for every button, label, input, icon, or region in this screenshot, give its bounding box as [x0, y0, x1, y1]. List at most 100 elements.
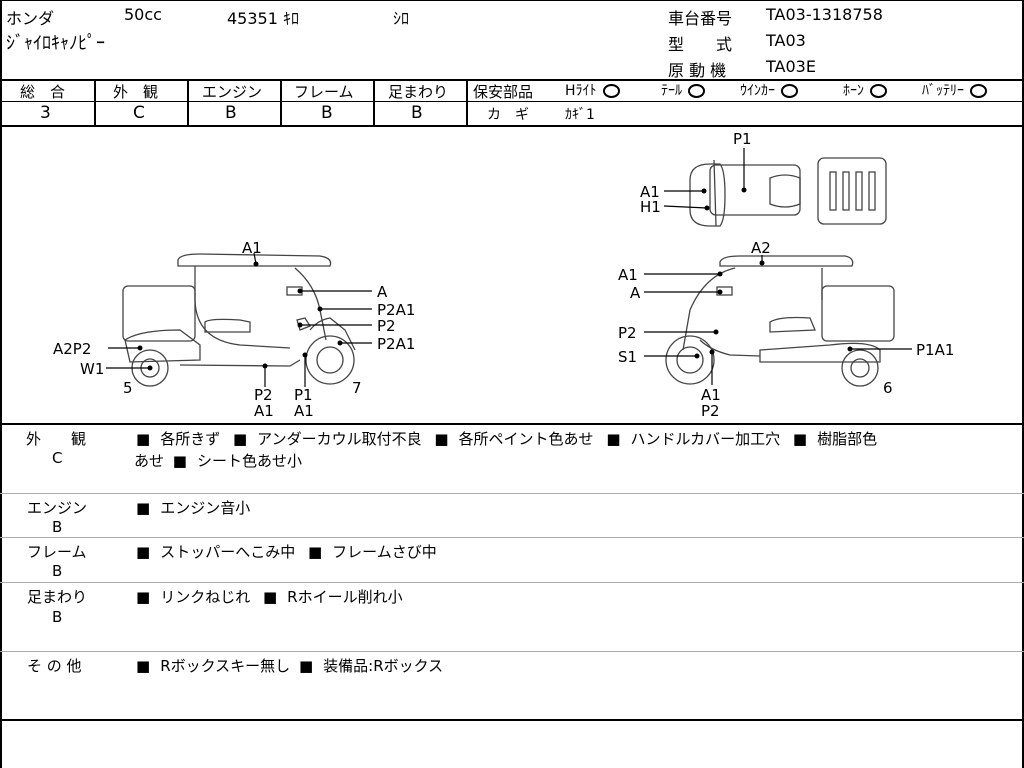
color: ｼﾛ: [393, 9, 410, 28]
remark-frame-label: フレーム: [27, 543, 87, 561]
type-value: TA03: [766, 31, 806, 50]
safety-winker: ｳｲﾝｶｰ: [740, 80, 798, 100]
remark-exterior-line2: あせ シート色あせ小: [134, 450, 302, 471]
label-a1: A1: [294, 402, 314, 420]
remark-item: Rボックスキー無し: [136, 657, 290, 675]
suspension-label: 足まわり: [388, 83, 449, 101]
remark-suspension-grade: B: [52, 608, 63, 626]
remark-frame-grade: B: [52, 562, 63, 580]
label-p2a1: P2A1: [377, 301, 415, 319]
overall-label: 総 合: [20, 83, 66, 101]
remark-item: アンダーカウル取付不良: [233, 430, 422, 448]
label-a2p2: A2P2: [53, 340, 91, 358]
remark-item: 各所きず: [136, 430, 220, 448]
key-value: ｶｷﾞ1: [565, 107, 595, 123]
remark-item: ハンドルカバー加工穴: [606, 430, 780, 448]
safety-label: 保安部品: [473, 83, 534, 101]
remark-item: エンジン音小: [136, 499, 250, 517]
type-label: 型 式: [668, 35, 733, 54]
label-a1: A1: [701, 386, 721, 404]
remarks-bottom-line: [0, 719, 1024, 721]
grade-bottom-line: [0, 125, 1024, 127]
remarks-top-line: [0, 423, 1024, 425]
safety-battery: ﾊﾞｯﾃﾘｰ: [922, 80, 987, 100]
remark-item: あせ: [134, 452, 165, 470]
grade-divider: [373, 80, 375, 126]
grade-top-line: [0, 79, 1024, 81]
key-label: カ ギ: [487, 107, 529, 123]
frame-left: [0, 0, 2, 768]
frame-value: B: [321, 103, 333, 123]
remarks-divider: [0, 651, 1024, 652]
remark-item: Rホイール削れ小: [263, 588, 403, 606]
model-name: ｼﾞｬｲﾛｷｬﾉﾋﾟｰ: [6, 33, 105, 54]
frame-number-value: TA03-1318758: [766, 5, 883, 24]
remarks-divider: [0, 493, 1024, 494]
remark-item: ストッパーへこみ中: [136, 543, 295, 561]
label-p1: P1: [294, 386, 313, 404]
label-p2: P2: [618, 324, 637, 342]
remark-engine-grade: B: [52, 518, 63, 536]
remark-item: フレームさび中: [308, 543, 437, 561]
remark-frame-line: ストッパーへこみ中 フレームさび中: [136, 541, 437, 562]
remark-suspension-line: リンクねじれ Rホイール削れ小: [136, 586, 403, 607]
ok-circle-icon: [970, 84, 987, 98]
remark-item: シート色あせ小: [173, 452, 302, 470]
winker-label: ｳｲﾝｶｰ: [740, 83, 775, 99]
label-a1: A1: [242, 239, 262, 257]
exterior-label: 外 観: [113, 83, 159, 101]
remark-suspension-label: 足まわり: [27, 588, 88, 606]
left-side-view: [122, 253, 356, 387]
overall-value: 3: [40, 103, 51, 123]
remark-engine-label: エンジン: [27, 499, 88, 517]
label-a2: A2: [751, 239, 771, 257]
suspension-value: B: [411, 103, 423, 123]
safety-tail: ﾃｰﾙ: [661, 80, 705, 100]
battery-label: ﾊﾞｯﾃﾘｰ: [922, 83, 964, 99]
ok-circle-icon: [870, 84, 887, 98]
label-p2: P2: [377, 317, 396, 335]
engine-label: エンジン: [202, 83, 263, 101]
label-a: A: [377, 283, 388, 301]
ok-circle-icon: [602, 84, 620, 98]
label-h1: H1: [640, 198, 661, 216]
grade-divider: [280, 80, 282, 126]
frame-number-label: 車台番号: [668, 9, 733, 28]
label-5: 5: [123, 379, 133, 397]
frame-label: フレーム: [294, 83, 354, 101]
ok-circle-icon: [688, 84, 705, 98]
frame-top: [0, 0, 1024, 1]
exterior-value: C: [133, 103, 145, 123]
label-a1: A1: [618, 266, 638, 284]
grade-mid-line: [0, 101, 466, 102]
safety-headlight: Hﾗｲﾄ: [565, 80, 620, 100]
tail-label: ﾃｰﾙ: [661, 83, 682, 99]
remark-other-line: Rボックスキー無し 装備品:Rボックス: [136, 655, 443, 676]
grade-divider: [94, 80, 96, 126]
remark-item: 装備品:Rボックス: [299, 657, 443, 675]
label-s1: S1: [618, 348, 637, 366]
grade-divider: [187, 80, 189, 126]
remark-item: 各所ペイント色あせ: [434, 430, 593, 448]
displacement: 50cc: [124, 5, 162, 24]
ok-circle-icon: [781, 84, 798, 98]
remark-item: リンクねじれ: [136, 588, 250, 606]
mileage: 45351 ｷﾛ: [227, 9, 299, 28]
remarks-divider: [0, 537, 1024, 538]
engine-value: B: [225, 103, 237, 123]
engine-model-value: TA03E: [766, 57, 816, 76]
label-p2: P2: [254, 386, 273, 404]
label-a1: A1: [640, 183, 660, 201]
damage-diagram: A1 A P2A1 P2 P2A1 A2P2 W1 5 P2 A1 P1 A1 …: [53, 130, 954, 420]
right-side-view: [665, 255, 895, 387]
label-p1a1: P1A1: [916, 341, 954, 359]
top-view: [689, 157, 887, 227]
engine-model-label: 原 動 機: [668, 61, 727, 80]
label-a1: A1: [254, 402, 274, 420]
remark-exterior-line1: 各所きず アンダーカウル取付不良 各所ペイント色あせ ハンドルカバー加工穴 樹脂…: [136, 428, 877, 449]
label-a: A: [630, 284, 641, 302]
remark-engine-line: エンジン音小: [136, 497, 250, 518]
horn-label: ﾎｰﾝ: [843, 83, 864, 99]
label-p2: P2: [701, 402, 720, 420]
remark-exterior-grade: C: [52, 449, 63, 467]
